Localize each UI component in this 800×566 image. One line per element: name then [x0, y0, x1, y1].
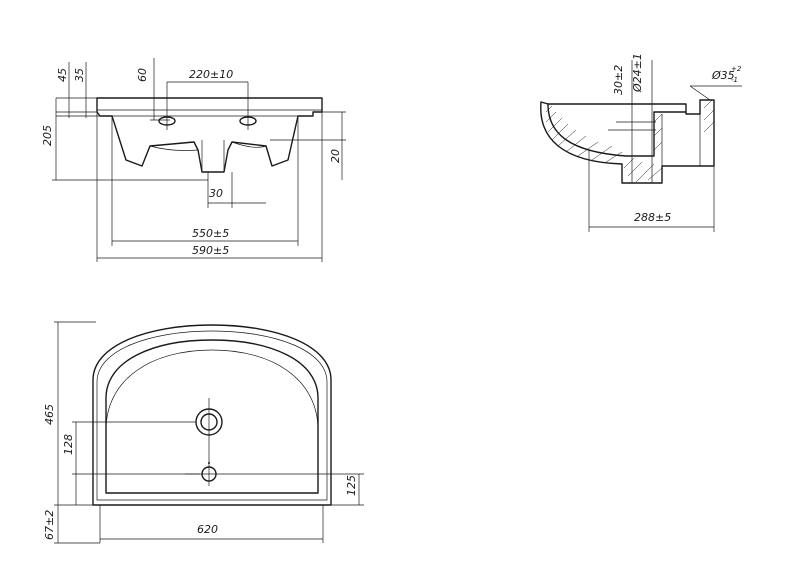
dim-125: 125 [345, 475, 358, 496]
side-section-view: 30±2 Ø24±1 Ø35 +2 -1 288±5 [540, 53, 742, 232]
dim-20: 20 [329, 149, 342, 163]
dim-128: 128 [62, 434, 75, 455]
dim-d35-tol-upper: +2 [731, 65, 742, 73]
dim-67: 67±2 [43, 510, 56, 540]
dim-550: 550±5 [192, 227, 229, 240]
dim-590: 590±5 [192, 244, 229, 257]
dim-288: 288±5 [634, 211, 671, 224]
dim-205: 205 [41, 125, 54, 146]
dim-620: 620 [197, 523, 218, 536]
front-view-outline [96, 97, 323, 173]
top-view-bowl [105, 339, 319, 494]
front-view: 220±10 60 45 35 205 20 30 550±5 5 [41, 58, 346, 262]
dim-465: 465 [43, 404, 56, 425]
dim-d24: Ø24±1 [631, 53, 644, 93]
side-view-outline [540, 99, 715, 184]
top-view: 465 67±2 128 125 620 [43, 321, 364, 544]
dim-30: 30 [209, 187, 223, 200]
dim-60: 60 [136, 68, 149, 82]
dim-35: 35 [73, 68, 86, 82]
dim-220: 220±10 [189, 68, 233, 81]
dim-30-2: 30±2 [612, 65, 625, 95]
dim-45: 45 [56, 68, 69, 82]
dim-d35: Ø35 [711, 69, 735, 82]
dim-d35-tol-lower: -1 [731, 76, 738, 84]
top-view-outer-outline [92, 324, 332, 506]
